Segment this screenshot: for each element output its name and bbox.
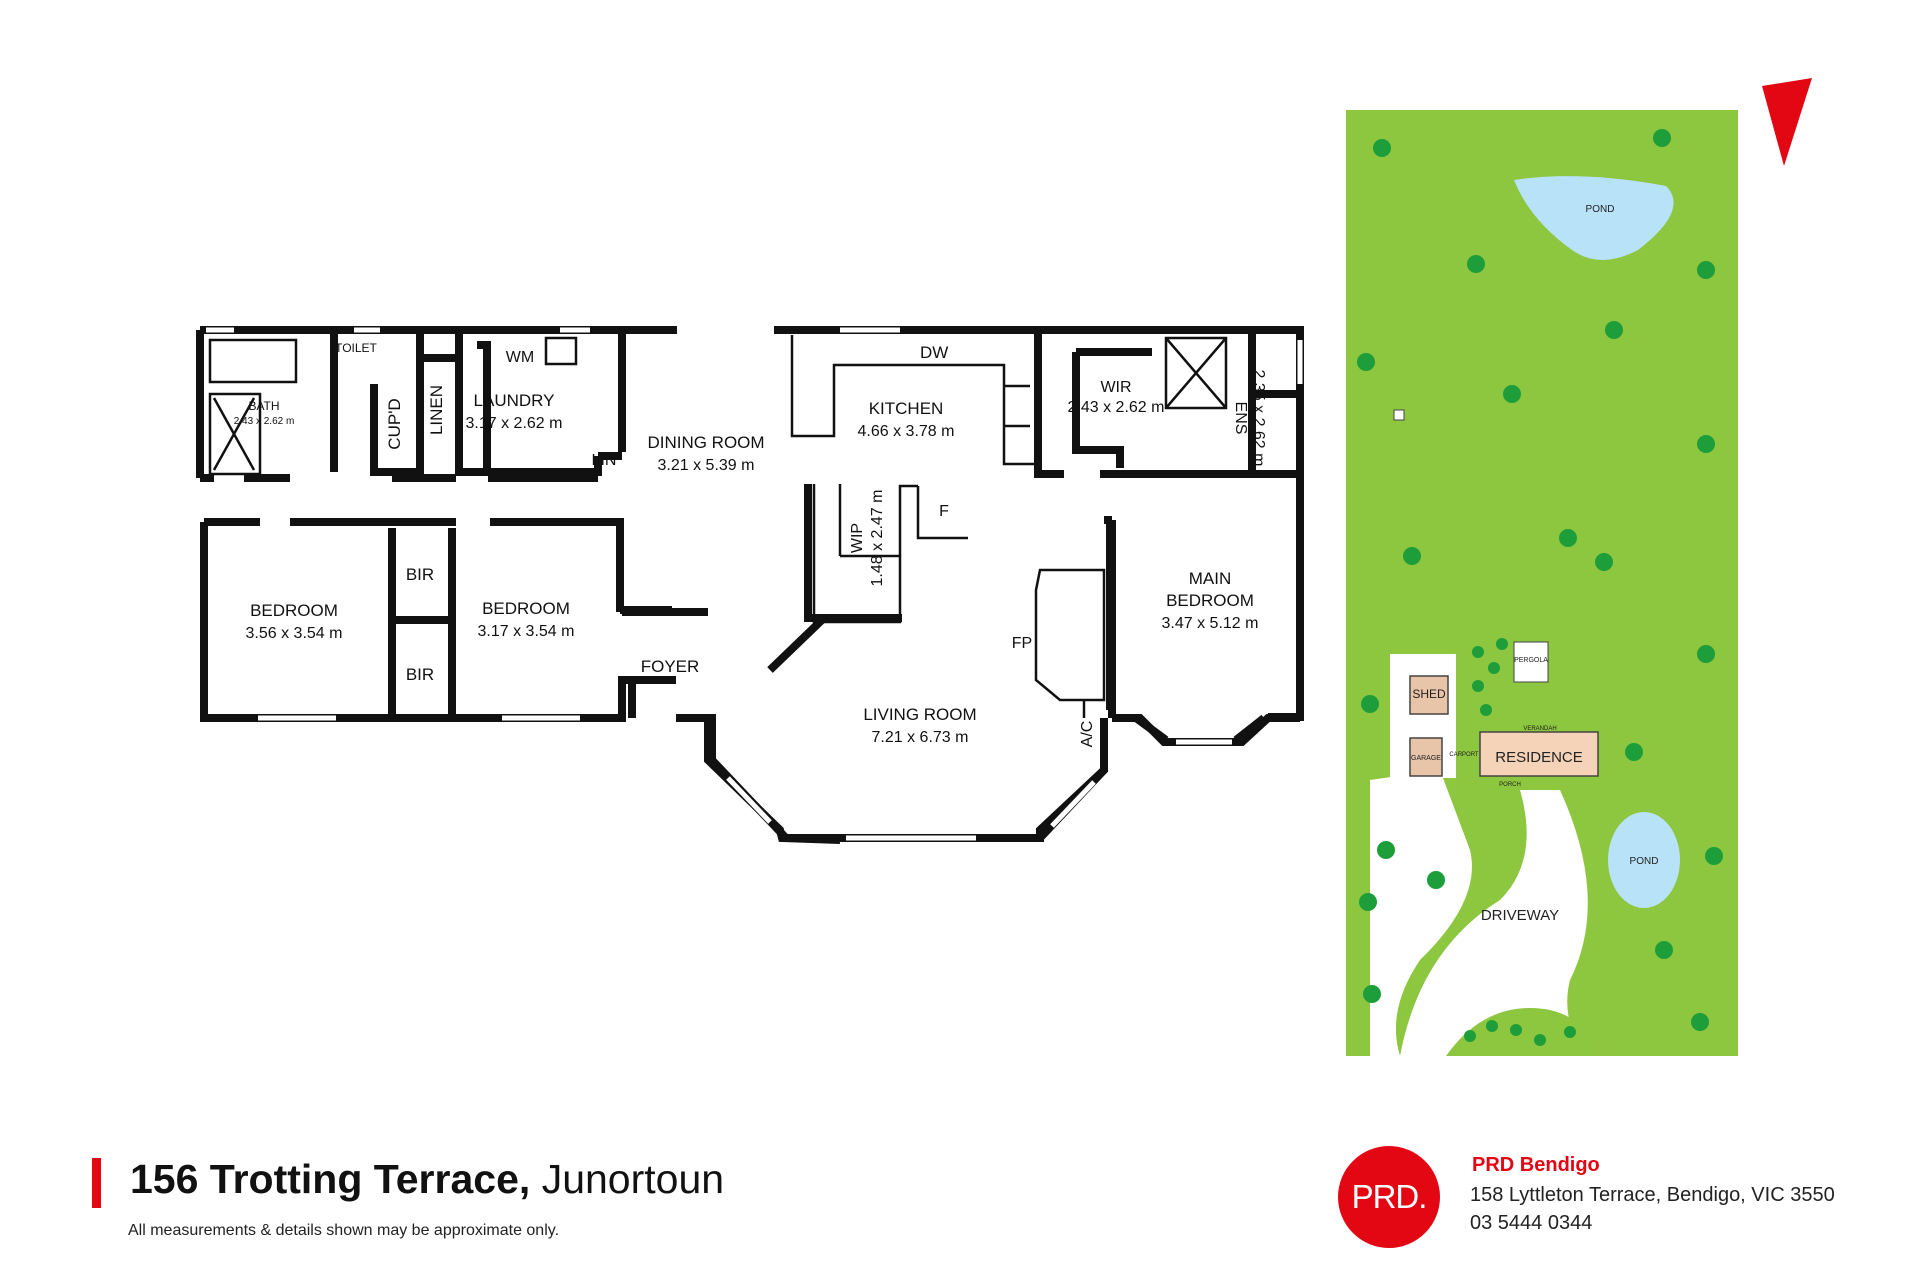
site-pergola: PERGOLA xyxy=(1514,657,1548,664)
disclaimer-text: All measurements & details shown may be … xyxy=(128,1222,560,1239)
room-fp: FP xyxy=(1012,635,1032,652)
room-dining-dim: 3.21 x 5.39 m xyxy=(658,457,755,474)
room-main-bed-2: BEDROOM xyxy=(1166,591,1254,610)
room-bedroom-1-dim: 3.56 x 3.54 m xyxy=(246,625,343,642)
room-ac: A/C xyxy=(1079,721,1096,748)
room-dining: DINING ROOM xyxy=(647,433,764,452)
kitchen-counters xyxy=(208,335,1228,718)
floor-plan-walls xyxy=(196,326,1304,722)
room-living-dim: 7.21 x 6.73 m xyxy=(872,729,969,746)
trees xyxy=(1357,129,1723,1046)
room-bir-1: BIR xyxy=(406,565,434,584)
room-fridge: F xyxy=(939,503,949,520)
room-main-bed-1: MAIN xyxy=(1189,569,1232,588)
room-linen: LINEN xyxy=(427,385,446,435)
room-foyer: FOYER xyxy=(641,657,700,676)
property-address: 156 Trotting Terrace, Junortoun xyxy=(130,1156,724,1203)
room-wir-dim: 2.43 x 2.62 m xyxy=(1068,399,1165,416)
residence-building xyxy=(1479,731,1599,777)
agency-name: PRD Bendigo xyxy=(1472,1154,1600,1176)
site-garage: GARAGE xyxy=(1411,755,1441,762)
pond-1-shape xyxy=(1514,176,1674,260)
site-marker xyxy=(1393,409,1405,421)
site-shed: SHED xyxy=(1412,687,1446,701)
room-main-bed-dim: 3.47 x 5.12 m xyxy=(1162,615,1259,632)
rotated-labels: CUP'D LINEN WIP 1.48 x 2.47 m ENS 2.35 x… xyxy=(385,370,1267,748)
agency-phone: 03 5444 0344 xyxy=(1470,1212,1593,1234)
site-driveway: DRIVEWAY xyxy=(1481,907,1559,924)
driveway-island xyxy=(1446,1008,1600,1056)
room-ens: ENS xyxy=(1232,402,1249,435)
windows xyxy=(206,327,1303,841)
site-verandah: VERANDAH xyxy=(1523,726,1556,732)
room-kitchen: KITCHEN xyxy=(869,399,944,418)
room-bedroom-1: BEDROOM xyxy=(250,601,338,620)
address-street: 156 Trotting Terrace, xyxy=(130,1156,531,1202)
site-north: N xyxy=(1806,111,1819,131)
room-bath-dim: 2.43 x 2.62 m xyxy=(234,416,295,427)
pond-2-shape xyxy=(1608,812,1680,908)
agency-address: 158 Lyttleton Terrace, Bendigo, VIC 3550 xyxy=(1470,1184,1835,1206)
room-kitchen-dim: 4.66 x 3.78 m xyxy=(858,423,955,440)
site-plan xyxy=(1346,78,1812,1056)
site-pond-2: POND xyxy=(1630,856,1659,867)
site-carport: CARPORT xyxy=(1449,752,1479,758)
north-arrow-icon xyxy=(1762,78,1812,166)
shed-building xyxy=(1409,675,1449,715)
room-labels: TOILET BATH 2.43 x 2.62 m WM LAUNDRY 3.1… xyxy=(234,341,1259,746)
bay-window xyxy=(708,714,1300,842)
room-ens-dim: 2.35 x 2.62 m xyxy=(1250,370,1267,467)
room-bedroom-2-dim: 3.17 x 3.54 m xyxy=(478,623,575,640)
room-bir-2: BIR xyxy=(406,665,434,684)
site-porch: PORCH xyxy=(1499,782,1521,788)
driveway-area xyxy=(1370,770,1472,1056)
room-laundry: LAUNDRY xyxy=(474,391,555,410)
agency-logo: PRD. xyxy=(1338,1146,1440,1248)
room-lin: LIN xyxy=(592,452,617,469)
room-bedroom-2: BEDROOM xyxy=(482,599,570,618)
room-cupd: CUP'D xyxy=(385,398,404,449)
room-wir: WIR xyxy=(1100,379,1131,396)
address-suburb: Junortoun xyxy=(541,1156,725,1202)
site-pond-1: POND xyxy=(1586,204,1615,215)
pergola-building xyxy=(1513,641,1549,683)
title-accent-bar xyxy=(92,1158,101,1208)
room-bath: BATH xyxy=(248,399,279,413)
room-laundry-dim: 3.17 x 2.62 m xyxy=(466,415,563,432)
room-dw: DW xyxy=(920,343,948,362)
room-toilet: TOILET xyxy=(335,341,377,355)
room-wip: WIP xyxy=(849,523,866,553)
site-residence: RESIDENCE xyxy=(1495,749,1583,766)
garage-building xyxy=(1409,737,1443,777)
driveway-curve xyxy=(1400,790,1588,1056)
room-living: LIVING ROOM xyxy=(863,705,976,724)
site-labels: POND POND SHED GARAGE CARPORT PERGOLA VE… xyxy=(1411,111,1818,924)
room-wip-dim: 1.48 x 2.47 m xyxy=(869,490,886,587)
room-wm: WM xyxy=(506,349,534,366)
